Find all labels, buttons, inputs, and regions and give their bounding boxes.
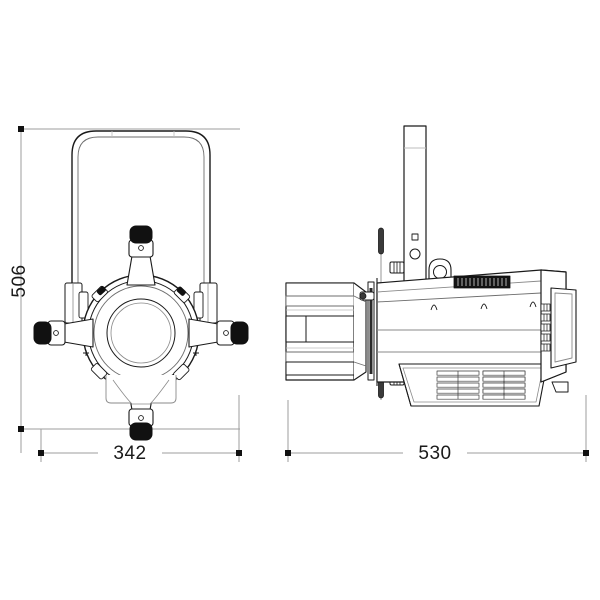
dimension-label-height: 506: [9, 264, 30, 298]
louver-group-1: [436, 370, 480, 400]
side-bottom-vent-tray: [398, 363, 548, 407]
dimension-label-length-side: 530: [418, 443, 452, 464]
side-rear-connector-panel: [540, 269, 577, 393]
front-shutter-handle-top: [126, 225, 156, 286]
front-view-group: [33, 130, 249, 441]
side-gate-clamp-top: [389, 261, 405, 274]
side-lens-barrel: [285, 282, 367, 381]
side-handle-loop: [428, 258, 452, 282]
front-shutter-handle-left: [33, 318, 94, 348]
dimension-label-width-front: 342: [113, 443, 147, 464]
front-ring-nubs: [96, 286, 186, 296]
dimension-endpoint-markers: [18, 126, 589, 456]
side-view-group: [285, 125, 577, 407]
side-focus-knob: [359, 291, 375, 301]
side-top-grille: [453, 275, 511, 289]
dimension-lines: [20, 128, 587, 462]
front-lower-body: [105, 375, 177, 405]
louver-group-3: [482, 370, 526, 400]
front-guide-marks: [83, 350, 199, 356]
front-shutter-handle-right: [188, 318, 249, 348]
